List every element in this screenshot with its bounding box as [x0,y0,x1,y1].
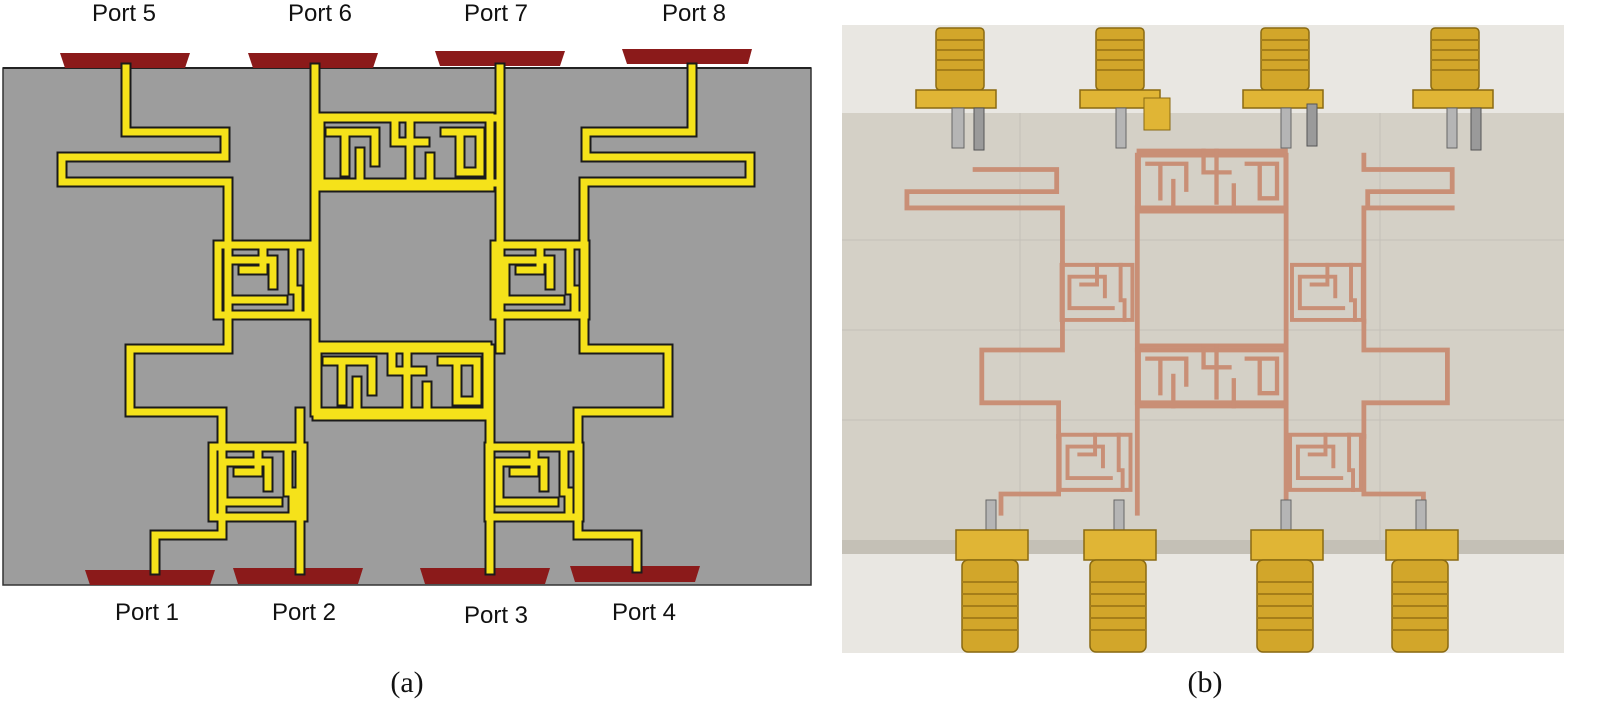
copper-trace-network [904,151,1455,516]
port-label-8: Port 8 [662,0,726,27]
port-label-1: Port 1 [115,599,179,626]
port-label-5: Port 5 [92,0,156,27]
caption-a: (a) [390,666,423,699]
panel-b-photo: (b) [842,25,1564,699]
port-pad-5 [60,53,190,68]
port-label-2: Port 2 [272,599,336,626]
port-pad-1 [85,570,215,585]
board-grid [842,113,1564,551]
port-label-6: Port 6 [288,0,352,27]
panel-a-layout: Port 5 Port 6 Port 7 Port 8 Port 1 Port … [2,0,812,699]
sma-connector-icon [915,27,1494,151]
port-label-4: Port 4 [612,599,676,626]
port-pad-4 [570,566,700,582]
port-label-3: Port 3 [464,602,528,629]
microstrip-network [56,62,756,576]
port-pad-8 [622,49,752,64]
port-pad-3 [420,568,550,584]
fabricated-board [842,113,1564,551]
port-pad-6 [248,53,378,68]
port-pad-7 [435,51,565,66]
caption-b: (b) [1188,666,1223,699]
port-label-7: Port 7 [464,0,528,27]
sma-connector-icon [955,499,1459,653]
port-pad-2 [233,568,363,584]
